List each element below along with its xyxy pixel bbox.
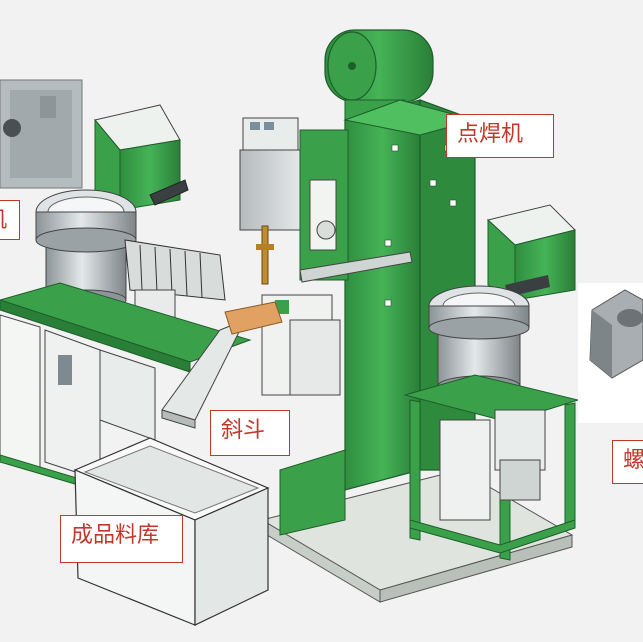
part-photo-right xyxy=(578,283,643,423)
welding-head xyxy=(239,117,413,396)
right-feeder-hopper xyxy=(486,204,576,301)
spot-welder-column xyxy=(279,29,477,536)
label-right-partial: 螺 xyxy=(612,440,643,484)
finished-product-bin xyxy=(73,437,270,626)
label-chute: 斜斗 xyxy=(210,410,290,456)
label-spot-welder: 点焊机 xyxy=(446,114,554,158)
label-left-partial: 机 xyxy=(0,200,20,240)
part-photo-left xyxy=(0,79,83,189)
right-stand xyxy=(403,374,580,561)
label-finished-bin: 成品料库 xyxy=(60,515,183,563)
chute xyxy=(161,301,283,429)
left-feeder-hopper xyxy=(94,104,189,211)
